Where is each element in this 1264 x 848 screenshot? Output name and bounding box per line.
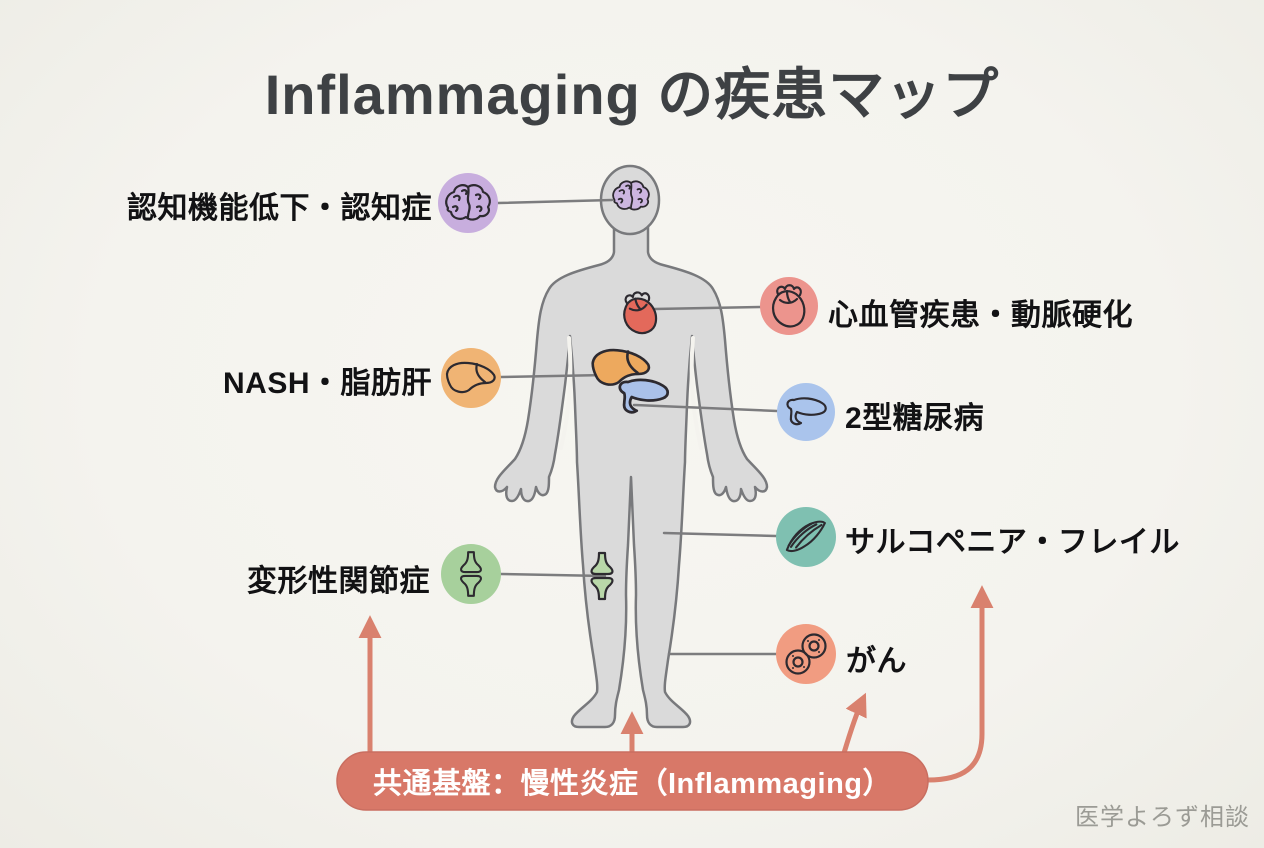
joint-icon — [441, 544, 501, 604]
page-title: Inflammaging の疾患マップ — [264, 63, 1000, 126]
pancreas-icon — [777, 383, 835, 441]
connector-pancreas — [632, 403, 779, 413]
connector-lines — [496, 198, 779, 656]
disease-label-cardiovascular: 心血管疾患・動脈硬化 — [828, 299, 1133, 332]
disease-label-cognitive-decline: 認知機能低下・認知症 — [127, 192, 432, 225]
disease-label-nash: NASH・脂肪肝 — [222, 367, 432, 400]
inflammaging-banner — [336, 751, 929, 811]
disease-label-cancer: がん — [846, 645, 907, 678]
disease-label-diabetes: 2型糖尿病 — [845, 402, 985, 435]
arrow-to-sarcopenia — [925, 585, 994, 783]
disease-label-sarcopenia: サルコペニア・フレイル — [845, 526, 1180, 559]
inflammaging-arrows — [358, 585, 994, 783]
arm-gap-left — [559, 336, 573, 450]
connector-brain — [496, 198, 614, 205]
connector-joint — [499, 572, 607, 578]
heart-icon — [760, 277, 818, 335]
arm-gap-right — [689, 336, 703, 450]
cancer-cells-icon — [776, 624, 836, 684]
connector-liver — [499, 373, 608, 379]
disease-badges — [438, 173, 836, 684]
body-silhouette — [493, 164, 769, 729]
arrow-to-cancer — [841, 692, 867, 756]
credit-watermark: 医学よろず相談 — [1075, 804, 1250, 831]
connector-muscle — [662, 531, 778, 538]
disease-label-osteoarthritis: 変形性関節症 — [247, 565, 430, 598]
muscle-icon — [776, 507, 836, 567]
liver-icon — [441, 348, 501, 408]
banner-label: 共通基盤：慢性炎症（Inflammaging） — [372, 768, 892, 800]
brain-icon — [438, 173, 498, 233]
connector-heart — [652, 305, 762, 311]
